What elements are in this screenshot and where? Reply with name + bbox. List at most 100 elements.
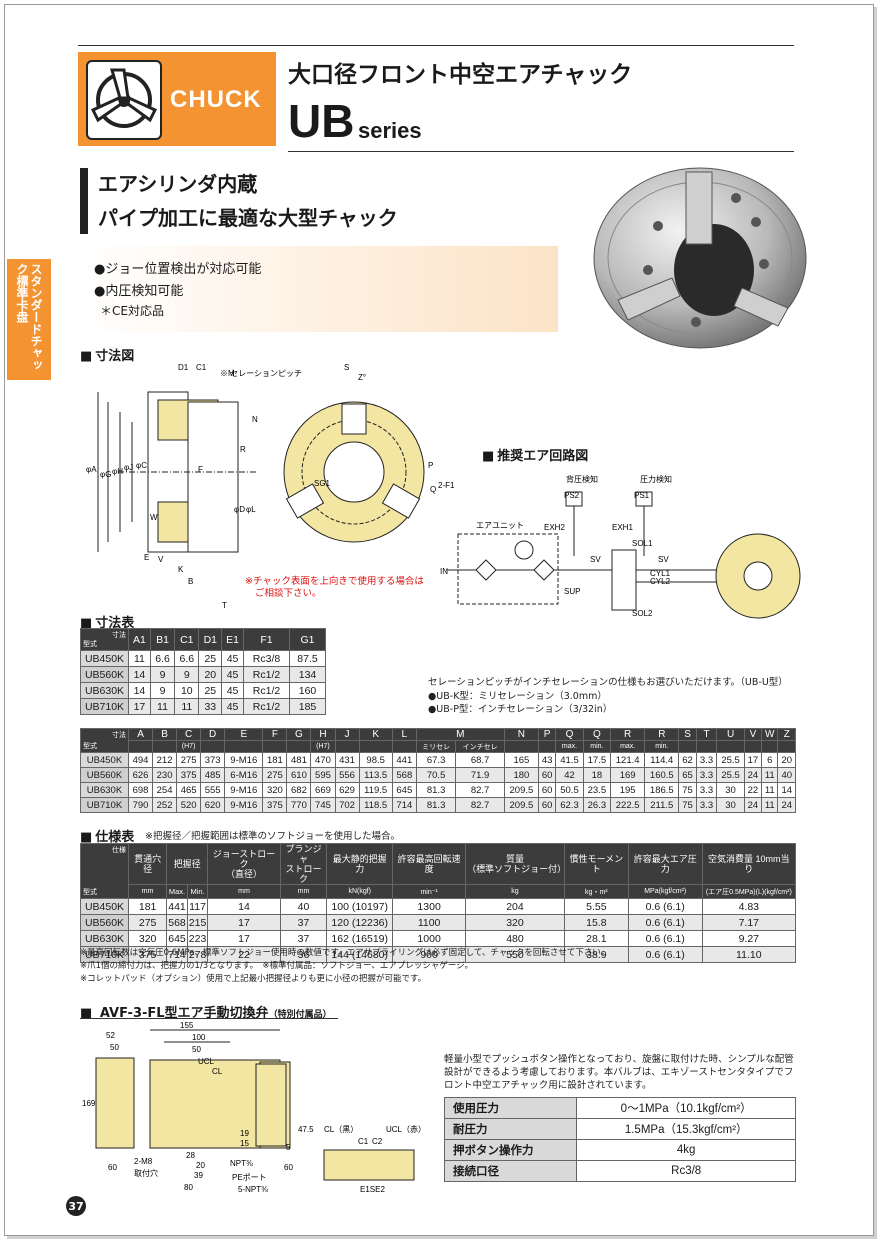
svg-text:φG: φG (100, 470, 111, 479)
col-unit: mm (279, 884, 328, 899)
col-subheader: Max. (166, 884, 188, 899)
avf-c1-label: C1 (358, 1137, 369, 1146)
svg-text:取付穴: 取付穴 (134, 1168, 158, 1178)
table-corner: 仕様型式 (80, 843, 129, 899)
spec-value: Rc3/8 (576, 1160, 796, 1182)
table-cell: 40 (777, 767, 796, 783)
col-header: 貫通穴径 (127, 843, 168, 885)
serration-note: ●UB-K型：ミリセレーション（3.0mm） (428, 691, 607, 702)
table-cell: 30 (716, 797, 745, 813)
table-cell: 9-M16 (224, 752, 264, 768)
svg-text:W: W (150, 513, 158, 522)
avf-e1se2-label: E1SE2 (360, 1185, 385, 1194)
avf-ucl-label: UCL（赤） (386, 1125, 426, 1134)
table-cell: 745 (310, 797, 336, 813)
feature-item: ●ジョー位置検出が対応可能 (94, 262, 262, 277)
table-cell: 3.3 (695, 782, 718, 798)
svg-text:2-F1: 2-F1 (438, 481, 455, 490)
table-cell: 121.4 (610, 752, 646, 768)
table-cell: 14 (128, 682, 151, 699)
section-spec-table: 仕様表 (80, 826, 134, 845)
serration-label: ※ セレーションピッチ (220, 369, 302, 378)
table-cell: 98.5 (358, 752, 393, 768)
col-unit: MPa(kgf/cm²) (627, 884, 703, 899)
svg-text:Q: Q (430, 485, 436, 494)
svg-text:M: M (228, 369, 235, 378)
table-cell: 20 (198, 666, 223, 683)
table-cell: 114.4 (644, 752, 680, 768)
table-cell: 11 (761, 782, 779, 798)
svg-text:SOL2: SOL2 (632, 609, 653, 618)
table-cell: 610 (286, 767, 312, 783)
drawing-red-note-1: ※チャック表面を上向きで使用する場合は (245, 576, 424, 587)
svg-text:PS1: PS1 (634, 491, 650, 500)
table-cell: 254 (152, 782, 178, 798)
avf-subtitle: （特別付属品） (268, 1010, 332, 1020)
table-cell: 195 (610, 782, 646, 798)
svg-text:NPT⅜: NPT⅜ (230, 1159, 253, 1168)
table-cell: 6 (761, 752, 779, 768)
table-cell: 5.55 (563, 898, 629, 915)
table-cell: 41.5 (555, 752, 584, 768)
col-header: U (716, 728, 745, 741)
svg-text:60: 60 (108, 1163, 117, 1172)
model-cell: UB630K (80, 782, 129, 798)
table-cell: 36 (279, 946, 328, 963)
table-cell: 11.10 (701, 946, 797, 963)
col-subheader: Min. (186, 884, 209, 899)
table-cell: 441 (166, 898, 188, 915)
col-subheader: (H7) (310, 740, 336, 753)
drawing-red-note-2: ご相談下さい。 (255, 588, 322, 599)
side-tab-label: スタンダードチャック標準卡盘 (15, 263, 43, 371)
table-cell: 82.7 (455, 797, 505, 813)
col-header: 許容最大エア圧力 (627, 843, 703, 885)
col-header: ジョーストローク （直径） (207, 843, 281, 885)
air-unit-label: エアユニット (476, 521, 524, 530)
svg-text:D1: D1 (178, 363, 189, 372)
table-cell: 160.5 (644, 767, 680, 783)
col-header: W (761, 728, 779, 741)
col-subheader (200, 740, 226, 753)
table-cell: 0.6 (6.1) (627, 898, 703, 915)
table-cell: 9 (149, 682, 176, 699)
table-cell: 43 (537, 752, 557, 768)
col-subheader: max. (610, 740, 646, 753)
table-cell: 11 (174, 698, 200, 715)
table-cell: 75 (678, 782, 697, 798)
col-header: B (152, 728, 178, 741)
table-cell: 595 (310, 767, 336, 783)
table-cell: 431 (334, 752, 360, 768)
model-cell: UB630K (80, 682, 129, 699)
table-cell: 669 (310, 782, 336, 798)
svg-text:φA: φA (86, 465, 97, 474)
table-cell: 38.9 (563, 946, 629, 963)
table-cell: 45 (221, 666, 244, 683)
table-cell: 6.6 (174, 650, 200, 667)
col-subheader (152, 740, 178, 753)
svg-text:φD: φD (234, 505, 245, 514)
table-cell: 26.3 (582, 797, 612, 813)
model-cell: UB450K (80, 650, 129, 667)
svg-text:SV: SV (590, 555, 601, 564)
svg-text:52: 52 (106, 1031, 115, 1040)
table-cell: 100 (10197) (326, 898, 394, 915)
table-cell: 25.5 (716, 767, 745, 783)
table-cell: 626 (127, 767, 154, 783)
model-cell: UB710K (80, 698, 129, 715)
table-cell: 17 (128, 698, 151, 715)
pressure-label: 圧力検知 (640, 474, 672, 484)
table-cell: 209.5 (503, 782, 539, 798)
table-cell: Rc1/2 (243, 666, 290, 683)
table-cell: 0.6 (6.1) (627, 914, 703, 931)
col-header: F (262, 728, 288, 741)
table-cell: 3.3 (695, 752, 718, 768)
corner-top: 寸法 (112, 632, 126, 639)
table-cell: 169 (610, 767, 646, 783)
table-cell: 9-M16 (224, 797, 264, 813)
avf-c2-label: C2 (372, 1137, 383, 1146)
